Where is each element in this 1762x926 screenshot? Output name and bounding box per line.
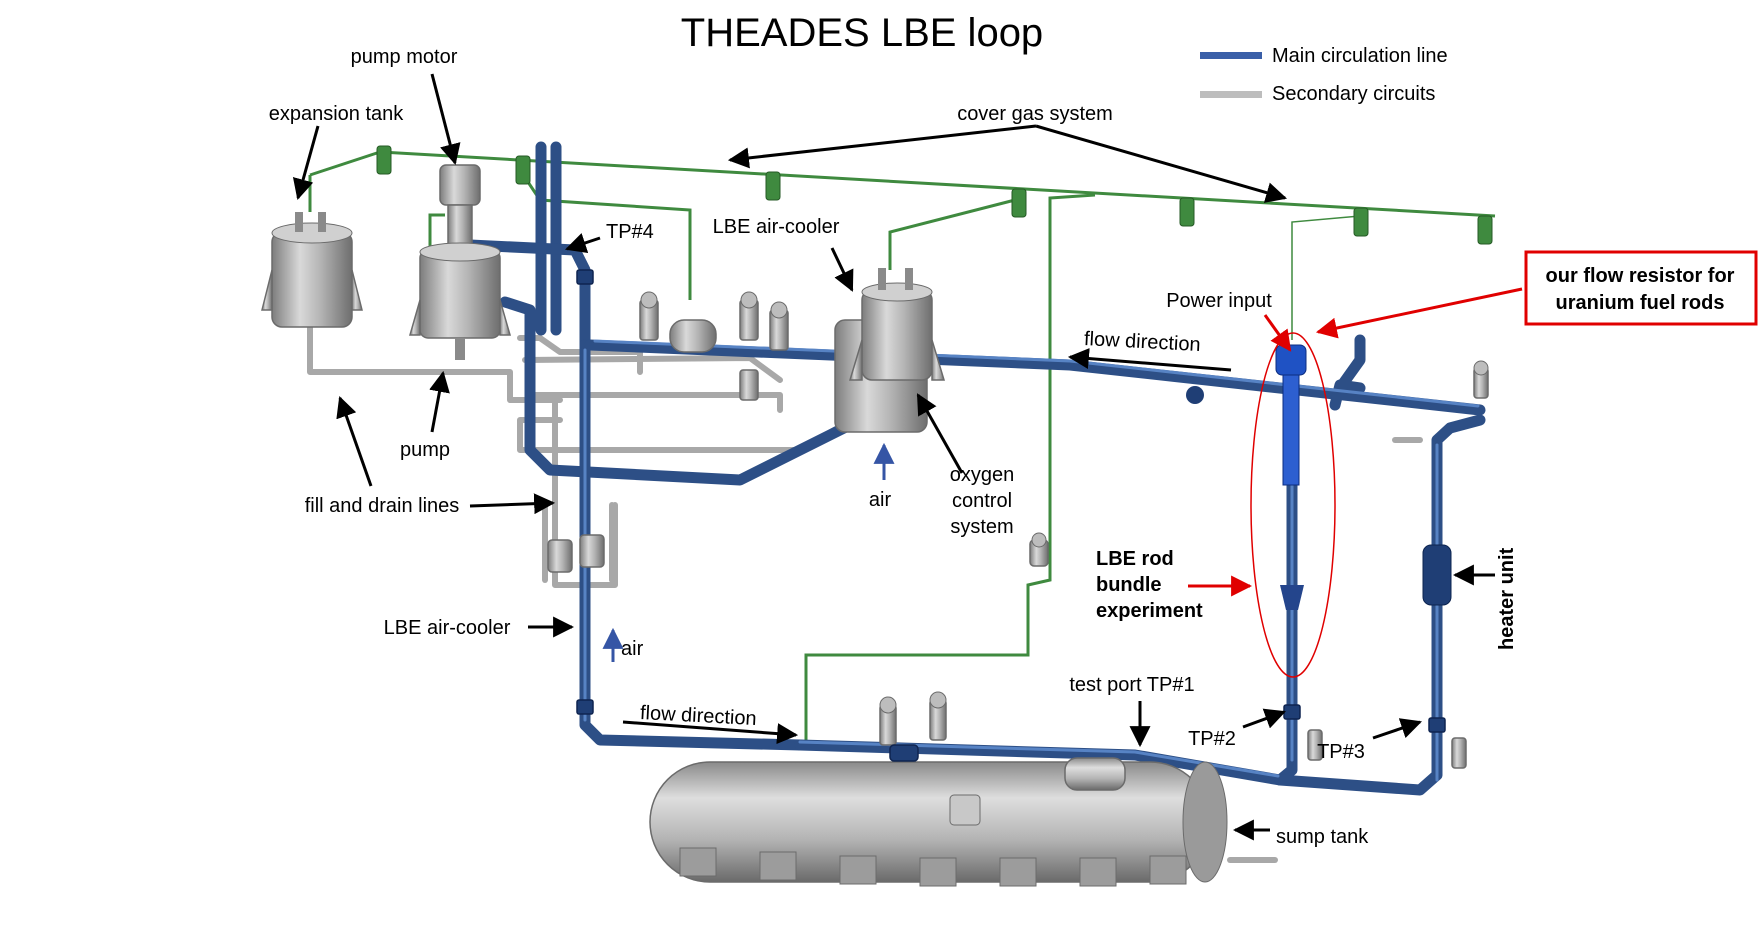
label-sump-tank: sump tank: [1276, 826, 1369, 848]
lbe-air-cooler-top: [834, 268, 946, 433]
heater-unit-body: [1422, 544, 1452, 606]
legend-label-main-line: Main circulation line: [1272, 45, 1448, 67]
label-oxygen-line-1: oxygen: [950, 464, 1015, 486]
label-oxygen-control-system: oxygen control system: [950, 464, 1015, 538]
label-lbe-air-cooler-top: LBE air-cooler: [713, 216, 840, 238]
rod-bundle-highlight: [1250, 332, 1336, 678]
label-rod-bundle-line-3: experiment: [1096, 600, 1203, 622]
label-expansion-tank: expansion tank: [269, 103, 405, 125]
label-heater-unit: heater unit: [1496, 547, 1518, 650]
label-flow-direction-top: flow direction: [1083, 328, 1201, 356]
label-tp3: TP#3: [1317, 741, 1365, 763]
pump-motor: [439, 164, 481, 206]
sump-tank: [649, 757, 1228, 887]
label-tp4: TP#4: [606, 221, 654, 243]
label-power-input: Power input: [1166, 290, 1272, 312]
callout-box: [1524, 250, 1758, 326]
left-valves: [547, 532, 1049, 573]
label-oxygen-line-3: system: [950, 516, 1013, 538]
flow-resistor-icon: [1275, 344, 1307, 376]
legend-swatch-main-line: [1200, 52, 1262, 59]
label-pump-motor: pump motor: [351, 46, 458, 68]
line-flow-meter-icon: [1186, 386, 1204, 404]
label-rod-bundle-line-2: bundle: [1096, 574, 1162, 596]
main-circulation-line: [464, 141, 1486, 796]
legend: Main circulation line Secondary circuits: [1200, 45, 1448, 105]
label-tp2: TP#2: [1188, 728, 1236, 750]
label-oxygen-line-2: control: [952, 490, 1012, 512]
label-fill-and-drain-lines: fill and drain lines: [305, 495, 460, 517]
rod-bundle-reducer: [1280, 585, 1304, 610]
callout-line-2: uranium fuel rods: [1556, 292, 1725, 314]
expansion-tank: [261, 212, 363, 328]
label-lbe-air-cooler-left: LBE air-cooler: [384, 617, 511, 639]
label-air-top: air: [869, 489, 892, 511]
label-pump: pump: [400, 439, 450, 461]
test-port-housing: [1064, 757, 1126, 791]
label-rod-bundle-line-1: LBE rod: [1096, 548, 1174, 570]
gas-valves: [376, 145, 1493, 245]
air-arrows: [602, 442, 895, 662]
legend-label-secondary: Secondary circuits: [1272, 83, 1435, 105]
valve-cluster-top: [639, 291, 789, 401]
cover-gas-lines: [308, 145, 1496, 740]
label-lbe-rod-bundle-experiment: LBE rod bundle experiment: [1096, 548, 1203, 622]
flow-resistor-callout: our flow resistor for uranium fuel rods: [1524, 250, 1758, 326]
bottom-valves: [879, 360, 1489, 769]
rod-bundle-section: [1282, 374, 1300, 486]
label-air-left: air: [621, 638, 644, 660]
pump-body: [419, 249, 501, 339]
callout-line-1: our flow resistor for: [1546, 265, 1735, 287]
red-annotation-arrows: [1188, 287, 1523, 597]
diagram-title: THEADES LBE loop: [681, 11, 1043, 55]
annotation-arrows: [292, 73, 1495, 841]
label-cover-gas-system: cover gas system: [957, 103, 1113, 125]
legend-swatch-secondary: [1200, 91, 1262, 98]
pump-assembly: [409, 164, 511, 360]
label-test-port-tp1: test port TP#1: [1069, 674, 1194, 696]
